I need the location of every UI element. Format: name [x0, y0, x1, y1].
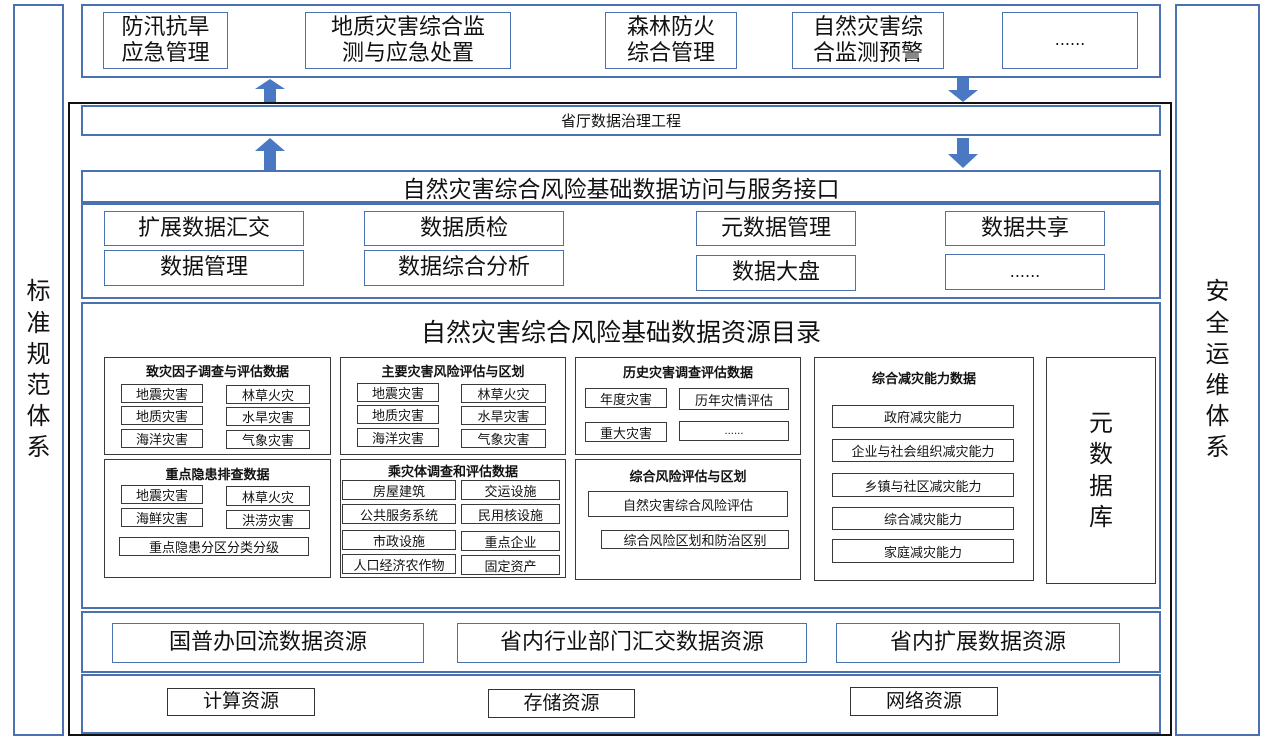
- group-title: 致灾因子调查与评估数据: [145, 364, 289, 380]
- platform-frame: [68, 102, 1172, 736]
- group-reduction-capacity: [814, 357, 1034, 581]
- data-item: 乡镇与社区减灾能力: [832, 473, 1014, 497]
- catalog-title: 自然灾害综合风险基础数据资源目录: [420, 318, 821, 347]
- standards-side-panel: 标 准 规 范 体 系: [13, 4, 64, 736]
- data-item: 林草火灾: [461, 384, 546, 403]
- data-item: 地震灾害: [121, 485, 203, 504]
- side-char: 运: [1205, 339, 1230, 368]
- side-char: 维: [1205, 371, 1230, 399]
- data-item: 气象灾害: [226, 430, 310, 449]
- group-title: 历史灾害调查评估数据: [622, 365, 753, 381]
- data-item: ......: [679, 421, 789, 441]
- data-item: 人口经济农作物: [342, 554, 456, 574]
- up-arrow-icon: [255, 138, 285, 170]
- infra-storage: 存储资源: [488, 689, 635, 718]
- side-char: 体: [1205, 402, 1230, 431]
- app-geo-hazard: 地质灾害综合监 测与应急处置: [305, 12, 511, 69]
- data-item: 历年灾情评估: [679, 388, 789, 410]
- side-char: 体: [26, 402, 51, 431]
- data-item: 固定资产: [461, 555, 560, 575]
- data-item: 气象灾害: [461, 429, 546, 448]
- side-char: 标: [26, 277, 51, 306]
- group-comprehensive-risk: [575, 459, 801, 580]
- data-item: 年度灾害: [585, 388, 667, 408]
- data-item: 地震灾害: [121, 384, 203, 403]
- app-disaster-warning: 自然灾害综 合监测预警: [792, 12, 944, 69]
- app-flood-drought: 防汛抗旱 应急管理: [103, 12, 228, 69]
- side-char: 系: [26, 433, 51, 462]
- down-arrow-icon: [948, 78, 978, 102]
- side-char: 全: [1205, 308, 1230, 337]
- data-item: 公共服务系统: [342, 504, 456, 524]
- data-item: 林草火灾: [226, 486, 310, 506]
- side-char: 安: [1205, 277, 1230, 306]
- func-data-dashboard: 数据大盘: [696, 255, 856, 291]
- data-item: 家庭减灾能力: [832, 539, 1014, 563]
- app-more: ......: [1002, 12, 1138, 69]
- data-item: 综合风险区划和防治区别: [601, 530, 789, 549]
- app-forest-fire: 森林防火 综合管理: [605, 12, 737, 69]
- data-item: 重大灾害: [585, 422, 667, 442]
- group-title: 重点隐患排查数据: [165, 467, 270, 483]
- func-metadata-management: 元数据管理: [696, 211, 856, 246]
- metadata-char: 数: [1089, 440, 1113, 469]
- side-char: 范: [26, 371, 51, 399]
- data-item: 洪涝灾害: [226, 510, 310, 529]
- group-historical-disasters: [575, 357, 801, 455]
- func-extended-submission: 扩展数据汇交: [104, 211, 304, 246]
- side-char: 系: [1205, 433, 1230, 462]
- func-more: ......: [945, 254, 1105, 290]
- data-item: 地质灾害: [357, 405, 439, 424]
- data-item: 地震灾害: [357, 383, 439, 402]
- governance-bar: 省厅数据治理工程: [81, 105, 1161, 136]
- func-data-sharing: 数据共享: [945, 211, 1105, 246]
- data-item: 市政设施: [342, 530, 456, 550]
- func-data-management: 数据管理: [104, 250, 304, 286]
- data-item: 房屋建筑: [342, 480, 456, 500]
- data-item: 民用核设施: [461, 504, 560, 524]
- down-arrow-icon: [948, 138, 978, 168]
- security-side-panel: 安 全 运 维 体 系: [1175, 4, 1260, 736]
- group-title: 综合减灾能力数据: [871, 371, 976, 387]
- resource-provincial-extension: 省内扩展数据资源: [836, 623, 1120, 663]
- group-title: 主要灾害风险评估与区划: [381, 364, 525, 380]
- func-data-analysis: 数据综合分析: [364, 250, 564, 286]
- group-exposure-survey: [340, 459, 566, 578]
- infra-compute: 计算资源: [167, 688, 315, 716]
- func-quality-check: 数据质检: [364, 211, 564, 246]
- metadata-char: 库: [1089, 502, 1113, 531]
- group-hazard-inspection: [104, 459, 331, 578]
- data-item: 重点隐患分区分类分级: [119, 537, 309, 556]
- data-item: 地质灾害: [121, 406, 203, 425]
- resource-national-census: 国普办回流数据资源: [112, 623, 424, 663]
- data-item: 交运设施: [461, 480, 560, 500]
- data-item: 企业与社会组织减灾能力: [832, 439, 1014, 462]
- up-arrow-icon: [255, 79, 285, 103]
- metadata-char: 据: [1089, 471, 1113, 500]
- data-item: 海洋灾害: [121, 429, 203, 448]
- metadata-database: 元 数 据 库: [1046, 357, 1156, 584]
- data-item: 政府减灾能力: [832, 405, 1014, 428]
- data-item: 林草火灾: [226, 385, 310, 404]
- side-char: 规: [26, 339, 51, 368]
- data-item: 重点企业: [461, 531, 560, 551]
- metadata-char: 元: [1089, 409, 1113, 438]
- data-item: 综合减灾能力: [832, 507, 1014, 530]
- service-interface-bar: 自然灾害综合风险基础数据访问与服务接口: [81, 170, 1161, 203]
- data-item: 水旱灾害: [226, 407, 310, 426]
- data-item: 自然灾害综合风险评估: [588, 491, 788, 517]
- resource-provincial-departments: 省内行业部门汇交数据资源: [457, 623, 807, 663]
- group-title: 综合风险评估与区划: [629, 469, 747, 485]
- data-item: 水旱灾害: [461, 406, 546, 425]
- data-item: 海洋灾害: [357, 428, 439, 447]
- infra-network: 网络资源: [850, 687, 998, 716]
- side-char: 准: [26, 308, 51, 337]
- group-title: 乘灾体调查和评估数据: [387, 464, 518, 480]
- data-item: 海鲜灾害: [121, 508, 203, 527]
